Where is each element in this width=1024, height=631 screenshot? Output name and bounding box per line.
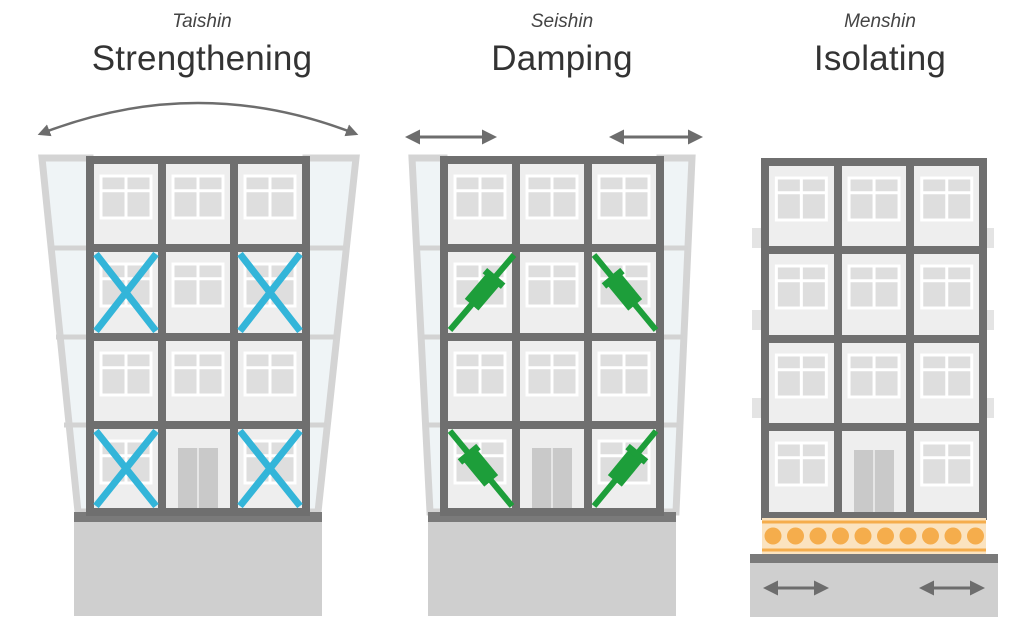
structural-frame [761, 158, 987, 520]
window [171, 262, 225, 308]
viscous-dampers [447, 253, 659, 508]
window [920, 353, 974, 399]
window [525, 174, 579, 220]
strengthening-building [37, 101, 360, 616]
window [847, 176, 901, 222]
foundation [428, 518, 676, 616]
panel-isolating-heading: Menshin Isolating [730, 0, 1024, 79]
isolator-bearing [922, 527, 939, 545]
isolator-bearing [787, 527, 804, 545]
isolator-bearing [832, 527, 849, 545]
window [525, 351, 579, 397]
damping-building [405, 129, 703, 616]
isolating-building [750, 158, 998, 617]
foundation-top [74, 512, 322, 522]
isolator-bearing [944, 527, 962, 545]
window [597, 174, 651, 220]
window [847, 353, 901, 399]
window [171, 351, 225, 397]
damper [591, 253, 659, 332]
window [774, 441, 828, 487]
window [453, 351, 507, 397]
foundation [74, 518, 322, 616]
window-grid [774, 176, 974, 487]
structural-frame [86, 156, 310, 516]
entrance-door [178, 448, 218, 508]
window [99, 351, 153, 397]
base-isolator-bearings [764, 527, 984, 545]
window [525, 262, 579, 308]
window-grid [99, 174, 297, 485]
window [920, 176, 974, 222]
entrance-door [532, 448, 572, 508]
damper [447, 253, 517, 332]
window [243, 174, 297, 220]
window [920, 441, 974, 487]
isolator-bearing [877, 527, 894, 545]
panel-damping-heading: Seishin Damping [412, 0, 712, 79]
window [774, 353, 828, 399]
window [920, 264, 974, 310]
sway-arc-arrow [37, 101, 359, 137]
taishin-subtitle: Taishin [172, 11, 232, 32]
foundation-top [750, 554, 998, 563]
isolator-bearing [809, 527, 827, 545]
isolator-bearing [967, 527, 984, 545]
foundation-top [428, 512, 676, 522]
isolator-bearing [899, 527, 917, 545]
damping-title: Damping [491, 39, 633, 78]
isolating-title: Isolating [813, 39, 947, 78]
cross-braces [93, 251, 303, 509]
foundation [750, 563, 998, 617]
structural-frame [440, 156, 664, 516]
window [774, 264, 828, 310]
damper [447, 429, 515, 508]
window [453, 174, 507, 220]
isolator-bearing [764, 527, 782, 545]
entrance-door [854, 450, 894, 512]
seishin-subtitle: Seishin [530, 11, 594, 32]
panel-strengthening-heading: Taishin Strengthening [52, 0, 352, 79]
window [597, 351, 651, 397]
window [99, 174, 153, 220]
damper [591, 429, 659, 508]
window [774, 176, 828, 222]
strengthening-title: Strengthening [91, 39, 313, 78]
window [171, 174, 225, 220]
window [847, 264, 901, 310]
isolator-bearing [854, 527, 872, 545]
window [243, 351, 297, 397]
menshin-subtitle: Menshin [844, 11, 916, 32]
